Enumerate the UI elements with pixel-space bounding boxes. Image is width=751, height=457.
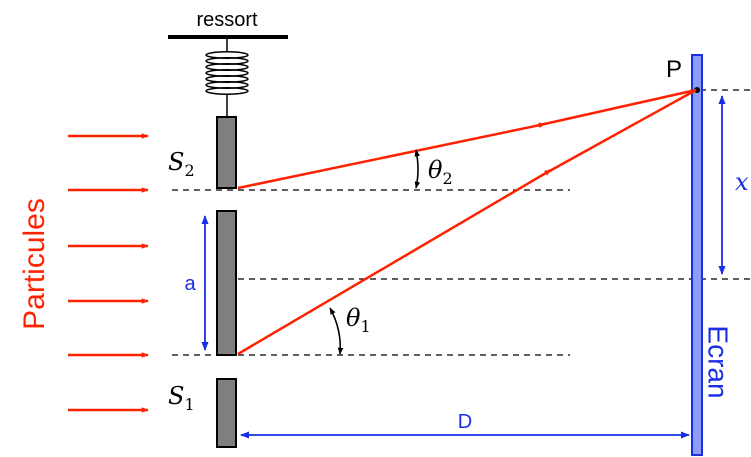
particle-arrows [68,133,149,413]
slit-plate-bottom [216,378,237,448]
slit-plate-middle [216,210,237,356]
slit1-label: S1 [168,382,195,414]
angle-arc-theta2 [414,149,421,189]
spring-coil-icon [205,37,249,117]
point-p-label: P [666,56,682,83]
theta1-label: θ1 [346,304,371,336]
dimension-d-label: D [458,411,472,433]
screen-label: Ecran [703,325,734,398]
dimension-x-label: x [735,168,749,196]
spring-label: ressort [196,9,258,31]
screen [691,54,703,456]
ray-s2 [237,88,697,190]
dimension-a-label: a [184,273,196,295]
angle-arc-theta1 [329,307,344,355]
slit-plate-top [216,116,237,189]
particles-label: Particules [18,198,51,330]
slit2-label: S2 [168,148,195,180]
theta2-label: θ2 [428,156,453,188]
ray-s1 [237,88,697,356]
